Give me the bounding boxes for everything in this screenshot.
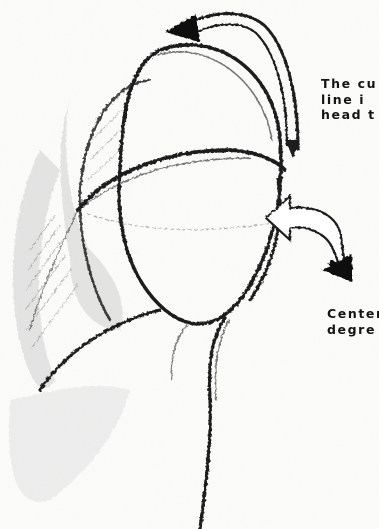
caption-top-line-2: line i <box>321 92 377 108</box>
caption-top: The cu line i head t <box>321 76 377 123</box>
caption-top-line-1: The cu <box>321 76 377 92</box>
caption-bottom-line-2: degre <box>327 322 379 338</box>
caption-bottom-line-1: Center <box>327 306 379 322</box>
caption-bottom: Center degre <box>327 306 379 337</box>
caption-top-line-3: head t <box>321 107 377 123</box>
